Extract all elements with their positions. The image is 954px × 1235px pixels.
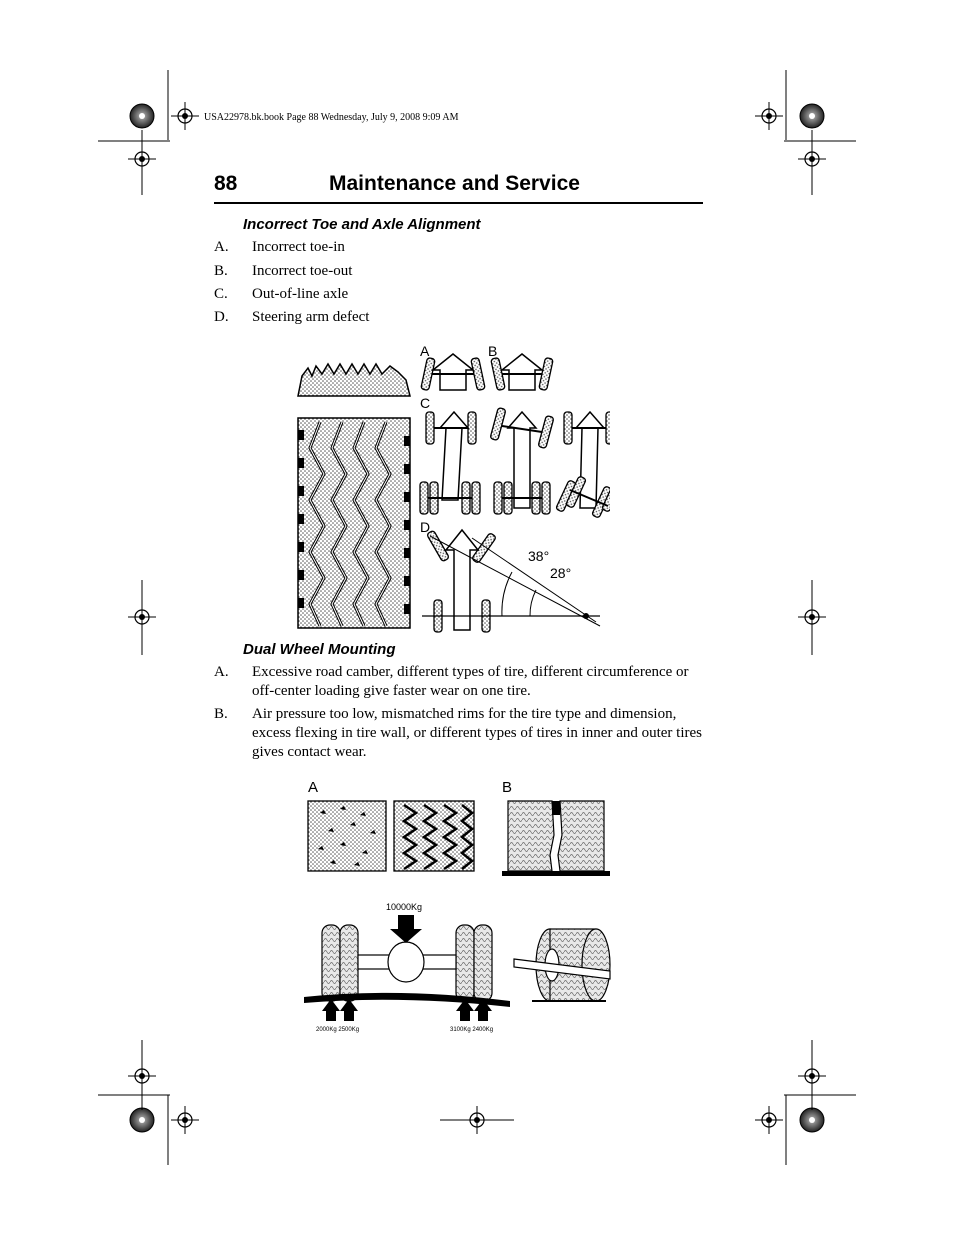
page-title: Maintenance and Service — [329, 172, 580, 195]
angle-38: 38° — [528, 548, 549, 564]
label-b: B — [502, 779, 512, 796]
item-text: Steering arm defect — [252, 309, 370, 325]
item-letter: A. — [214, 664, 229, 680]
item-text: Out-of-line axle — [252, 286, 349, 302]
item-letter: B. — [214, 263, 228, 279]
page-header: 88 Maintenance and Service — [214, 170, 703, 204]
item-letter: B. — [214, 706, 228, 722]
toe-alignment-figure: A B C D — [297, 343, 610, 633]
label-a: A — [420, 343, 430, 359]
item-letter: A. — [214, 239, 229, 255]
label-c: C — [420, 395, 430, 411]
item-text: Air pressure too low, mismatched rims fo… — [252, 706, 702, 760]
page-number: 88 — [214, 172, 238, 195]
section-heading-dual-wheel: Dual Wheel Mounting — [243, 641, 396, 658]
item-letter: C. — [214, 286, 228, 302]
label-a: A — [308, 779, 318, 796]
section-heading-toe-alignment: Incorrect Toe and Axle Alignment — [243, 216, 481, 233]
load-right: 3100Kg 2400Kg — [450, 1027, 493, 1033]
load-total: 10000Kg — [386, 902, 422, 912]
load-left: 2000Kg 2500Kg — [316, 1027, 359, 1033]
dual-wheel-figure: A B 10000Kg 2000Kg 2500Kg 3100Kg 2 — [304, 779, 611, 1033]
item-text: Incorrect toe-in — [252, 239, 345, 255]
label-b: B — [488, 343, 497, 359]
file-info-line: USA22978.bk.book Page 88 Wednesday, July… — [204, 112, 459, 123]
item-letter: D. — [214, 309, 229, 325]
item-text: Incorrect toe-out — [252, 263, 353, 279]
angle-28: 28° — [550, 565, 571, 581]
label-d: D — [420, 519, 430, 535]
item-text: Excessive road camber, different types o… — [252, 664, 689, 699]
